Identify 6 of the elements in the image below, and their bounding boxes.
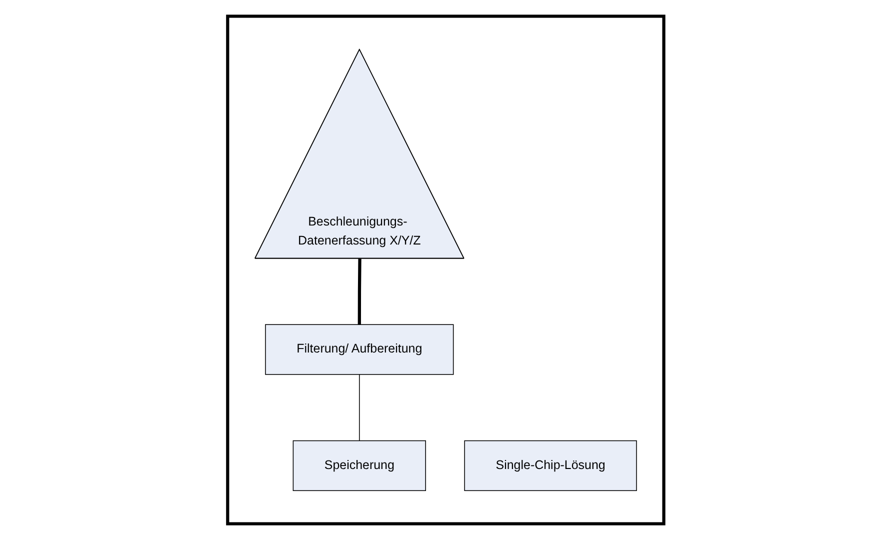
node-box: Speicherung — [292, 440, 426, 492]
connector — [358, 374, 360, 442]
node-box: Single-Chip-Lösung — [464, 440, 637, 492]
node-box: Filterung/ Aufbereitung — [264, 324, 454, 375]
connector — [358, 258, 362, 325]
cluster — [226, 14, 666, 526]
